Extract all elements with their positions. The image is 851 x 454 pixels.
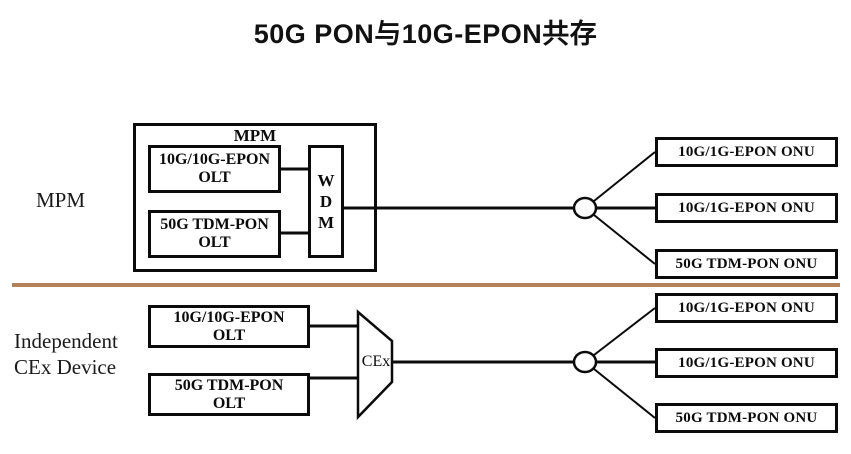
line-cex-splitter-to-onu3 [593,368,656,419]
cex-multiplexer-shape [356,309,394,421]
mpm-onu-1-label: 10G/1G-EPON ONU [678,143,815,160]
line-cex-splitter-to-onu1 [593,307,656,356]
mpm-optical-splitter [572,196,598,220]
mpm-container-label: MPM [233,126,277,145]
cex-optical-splitter [572,350,598,374]
cex-multiplexer-label: CEx [361,353,391,370]
mpm-onu-box-3[interactable]: 50G TDM-PON ONU [655,249,838,279]
cex-olt-1-line2: OLT [212,326,246,344]
section-label-mpm: MPM [36,188,86,212]
line-mpm-splitter-to-onu1 [593,151,656,202]
wdm-letter-w: W [317,170,335,190]
mpm-olt-1-line2: OLT [198,169,231,186]
wdm-letter-m: M [317,213,335,233]
cex-onu-3-label: 50G TDM-PON ONU [675,409,818,426]
mpm-olt-2-line1: 50G TDM-PON [160,216,269,234]
cex-olt-box-2[interactable]: 50G TDM-PON OLT [148,373,310,416]
cex-onu-2-label: 10G/1G-EPON ONU [678,354,815,371]
cex-onu-box-3[interactable]: 50G TDM-PON ONU [655,403,838,433]
cex-olt-box-1[interactable]: 10G/10G-EPON OLT [148,305,310,348]
wdm-multiplexer-box[interactable]: W D M [308,145,344,258]
cex-onu-box-2[interactable]: 10G/1G-EPON ONU [655,348,838,378]
cex-olt-2-line1: 50G TDM-PON [174,376,284,394]
line-mpm-splitter-to-onu3 [593,214,656,265]
cex-olt-1-line1: 10G/10G-EPON [173,308,285,326]
mpm-onu-3-label: 50G TDM-PON ONU [675,255,818,272]
section-label-line1: Independent [14,329,118,353]
cex-olt-2-line2: OLT [212,394,246,412]
mpm-onu-box-1[interactable]: 10G/1G-EPON ONU [655,137,838,167]
wdm-letter-d: D [319,191,333,211]
section-divider [12,283,840,287]
mpm-olt-2-line2: OLT [198,234,231,251]
mpm-olt-box-1[interactable]: 10G/10G-EPON OLT [148,145,281,193]
mpm-onu-2-label: 10G/1G-EPON ONU [678,199,815,216]
mpm-olt-box-2[interactable]: 50G TDM-PON OLT [148,210,281,258]
mpm-onu-box-2[interactable]: 10G/1G-EPON ONU [655,193,838,223]
page-title: 50G PON与10G-EPON共存 [253,19,598,49]
mpm-container-box [133,123,377,272]
section-label-independent-cex: Independent CEx Device [14,328,149,380]
mpm-olt-1-line1: 10G/10G-EPON [158,151,271,169]
section-label-line2: CEx Device [14,355,117,379]
cex-onu-1-label: 10G/1G-EPON ONU [678,299,815,316]
cex-onu-box-1[interactable]: 10G/1G-EPON ONU [655,293,838,323]
